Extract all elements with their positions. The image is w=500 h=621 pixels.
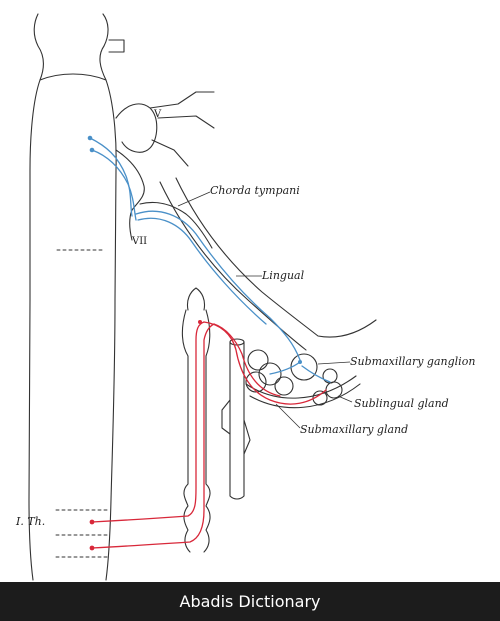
label-i-th: I. Th. [16,515,46,528]
chorda-tympani-nerve [139,201,213,249]
submaxillary-duct [245,375,361,409]
red-fibers [91,321,327,549]
label-nerve-v: V [154,109,162,120]
blue-fiber-endpoints [87,135,302,364]
red-fiber-endpoints [89,320,202,551]
label-submaxillary-gland: Submaxillary gland [300,423,409,436]
blue-fibers [89,137,331,383]
submaxillary-gland [245,349,294,396]
sympathetic-chain [181,287,211,553]
label-sublingual-gland: Sublingual gland [354,397,449,410]
facial-artery-branch [221,399,251,455]
midbrain-stub [108,39,125,53]
label-submaxillary-ganglion: Submaxillary ganglion [350,355,476,368]
label-chorda-tympani: Chorda tympani [210,184,300,197]
label-leaders [177,191,353,429]
label-lingual: Lingual [262,269,305,282]
facial-nerve-vii [115,149,145,241]
nerve-diagram-svg [28,13,377,581]
brainstem-spinal-cord [28,13,117,581]
trigeminal-nerve [115,91,215,167]
lingual-nerve [159,177,377,351]
label-nerve-vii: VII [132,236,148,247]
footer-text: Abadis Dictionary [179,592,321,611]
footer-bar: Abadis Dictionary [0,582,500,621]
medulla-top-arc [39,73,107,81]
facial-artery-tube [229,341,245,500]
segment-markers [55,249,109,558]
